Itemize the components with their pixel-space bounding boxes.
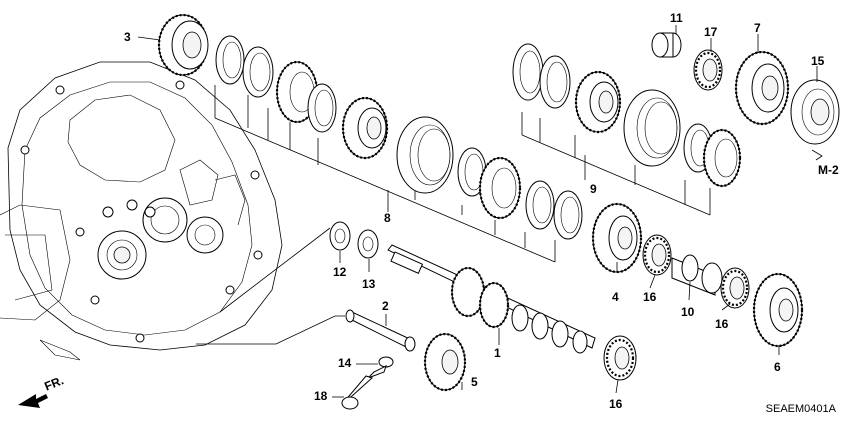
callout-13: 13	[362, 277, 376, 291]
callout-5: 5	[471, 375, 478, 389]
callout-9: 9	[590, 182, 597, 196]
fr-arrow-icon	[18, 394, 48, 408]
callout-16-right: 16	[715, 317, 729, 331]
callout-14: 14	[338, 356, 352, 370]
upper-right-parts	[651, 32, 840, 161]
transmission-case	[0, 61, 283, 361]
group-8-parts	[215, 35, 583, 240]
callout-2: 2	[382, 299, 389, 313]
diagram-code: SEAEM0401A	[765, 403, 836, 415]
callout-16-lower: 16	[609, 397, 623, 411]
leader-lines	[137, 25, 818, 398]
mainshaft-1	[329, 221, 596, 354]
callout-17: 17	[704, 25, 718, 39]
callout-11: 11	[670, 11, 683, 25]
callout-12: 12	[333, 265, 347, 279]
callout-6: 6	[774, 360, 781, 374]
page-reference-label: M-2	[818, 163, 839, 177]
callout-4: 4	[612, 290, 619, 304]
group-9-parts	[512, 43, 742, 188]
callout-18: 18	[314, 389, 328, 403]
group-8-bracket	[214, 85, 556, 263]
callout-15: 15	[811, 54, 825, 68]
group-9-bracket	[521, 112, 711, 216]
callout-10: 10	[681, 305, 695, 319]
callout-7: 7	[754, 21, 761, 35]
reverse-idler-parts	[341, 309, 467, 410]
callout-8: 8	[384, 211, 391, 225]
callout-16-upper: 16	[643, 290, 657, 304]
gear-3	[157, 13, 209, 77]
callout-3: 3	[124, 30, 131, 44]
countershaft-parts	[591, 202, 804, 381]
callout-1: 1	[494, 346, 501, 360]
